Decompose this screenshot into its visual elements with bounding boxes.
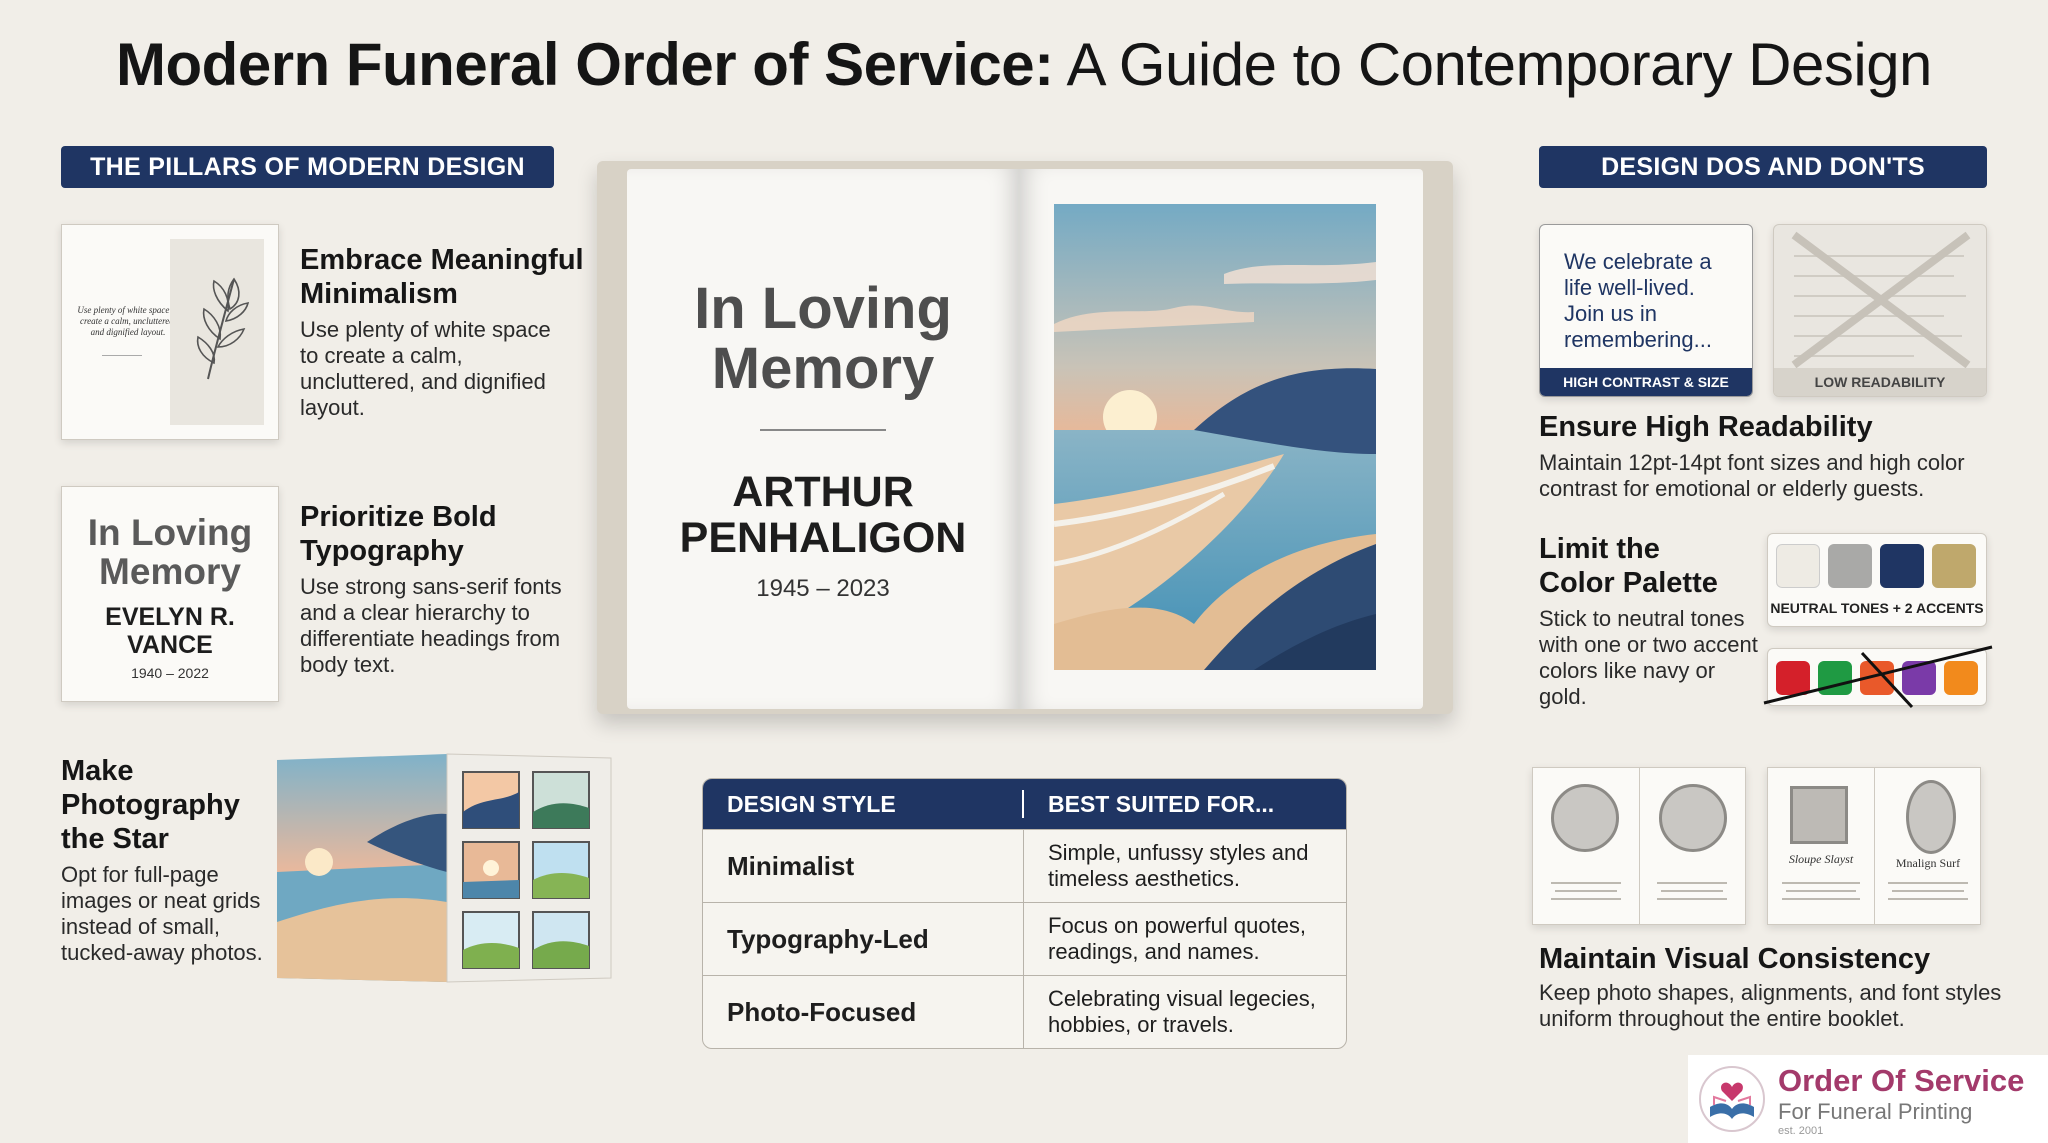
- book-left-page: In Loving Memory ARTHUR PENHALIGON 1945 …: [627, 169, 1019, 709]
- tip-heading: Limit the Color Palette: [1539, 533, 1718, 599]
- row-suited: Celebrating visual legecies, hobbies, or…: [1048, 986, 1316, 1037]
- strike-icon: [1763, 645, 1993, 709]
- book-name: ARTHUR PENHALIGON: [679, 468, 967, 562]
- photo-spread-image: [277, 753, 612, 983]
- consistency-tip: Maintain Visual Consistency Keep photo s…: [1539, 942, 2009, 1032]
- thumb-years: 1940 – 2022: [131, 665, 209, 681]
- low-readability-sample: LOW READABILITY: [1773, 224, 1987, 397]
- bad-sample-label: LOW READABILITY: [1774, 368, 1986, 396]
- pillar-body: Use strong sans-serif fonts and a clear …: [300, 574, 562, 677]
- row-style: Typography-Led: [703, 903, 1024, 975]
- open-book: In Loving Memory ARTHUR PENHALIGON 1945 …: [597, 161, 1453, 714]
- page-title: Modern Funeral Order of Service: A Guide…: [0, 30, 2048, 99]
- row-suited: Simple, unfussy styles and timeless aest…: [1048, 840, 1309, 891]
- leaf-panel: [170, 239, 264, 425]
- row-style: Photo-Focused: [703, 976, 1024, 1048]
- tip-heading: Ensure High Readability: [1539, 411, 1873, 443]
- tip-body: Keep photo shapes, alignments, and font …: [1539, 980, 2002, 1031]
- typography-thumbnail: In Loving Memory EVELYN R. VANCE 1940 – …: [61, 486, 279, 702]
- row-style: Minimalist: [703, 830, 1024, 902]
- good-sample-text: We celebrate a life well-lived. Join us …: [1564, 249, 1712, 352]
- logo-name: Order Of Service: [1778, 1063, 2025, 1098]
- pillar-heading: Embrace Meaningful Minimalism: [300, 244, 584, 310]
- leaf-icon: [196, 277, 250, 380]
- row-suited: Focus on powerful quotes, readings, and …: [1048, 913, 1307, 964]
- sunset-beach-image: [1054, 204, 1376, 670]
- book-divider: [760, 429, 886, 431]
- table-header: DESIGN STYLE BEST SUITED FOR...: [703, 779, 1346, 829]
- cross-icon: [1791, 231, 1971, 369]
- good-palette: NEUTRAL TONES + 2 ACCENTS: [1767, 533, 1987, 627]
- table-row: Photo-Focused Celebrating visual legecie…: [703, 975, 1346, 1048]
- tip-body: Stick to neutral tones with one or two a…: [1539, 606, 1758, 709]
- book-years: 1945 – 2023: [756, 575, 890, 602]
- script-sample-a: Sloupe Slayst: [1788, 852, 1854, 866]
- high-contrast-sample: We celebrate a life well-lived. Join us …: [1539, 224, 1753, 397]
- pillar-photography: Make Photography the Star Opt for full-p…: [61, 754, 271, 966]
- good-sample-label: HIGH CONTRAST & SIZE: [1540, 368, 1752, 396]
- bad-palette: [1763, 645, 1993, 709]
- swatch: [1880, 544, 1924, 588]
- tip-body: Maintain 12pt-14pt font sizes and high c…: [1539, 450, 1965, 501]
- swatch: [1944, 661, 1978, 695]
- logo-est: est. 2001: [1778, 1125, 1824, 1137]
- pillar-body: Opt for full-page images or neat grids i…: [61, 862, 263, 965]
- title-light: A Guide to Contemporary Design: [1053, 31, 1932, 98]
- script-sample-b: Mnalign Surf: [1895, 856, 1961, 870]
- pillar-heading: Prioritize Bold Typography: [300, 501, 497, 567]
- photo-spread-thumbnail: [277, 752, 615, 984]
- readability-tip: Ensure High Readability Maintain 12pt-14…: [1539, 410, 1999, 502]
- thumb-name: EVELYN R. VANCE: [105, 603, 235, 659]
- minimalism-thumb-text: Use plenty of white space to create a ca…: [77, 305, 179, 337]
- book-right-page: [1019, 169, 1423, 709]
- consistent-spread-b: Sloupe Slayst Mnalign Surf: [1767, 767, 1981, 925]
- swatch: [1776, 661, 1810, 695]
- header-best-suited: BEST SUITED FOR...: [1048, 790, 1275, 817]
- swatch: [1776, 544, 1820, 588]
- dos-donts-heading: DESIGN DOS AND DON'TS: [1539, 146, 1987, 188]
- pillar-typography: Prioritize Bold Typography Use strong sa…: [300, 500, 570, 678]
- brand-logo: Order Of Service For Funeral Printing es…: [1688, 1055, 2048, 1143]
- good-palette-label: NEUTRAL TONES + 2 ACCENTS: [1770, 600, 1984, 616]
- pillar-body: Use plenty of white space to create a ca…: [300, 317, 551, 420]
- pillar-minimalism: Embrace Meaningful Minimalism Use plenty…: [300, 243, 585, 421]
- design-style-table: DESIGN STYLE BEST SUITED FOR... Minimali…: [702, 778, 1347, 1049]
- book-heart-logo-icon: [1699, 1066, 1765, 1132]
- pillars-heading: THE PILLARS OF MODERN DESIGN: [61, 146, 554, 188]
- consistent-spread-a: [1532, 767, 1746, 925]
- minimalism-thumbnail: Use plenty of white space to create a ca…: [61, 224, 279, 440]
- pillar-heading: Make Photography the Star: [61, 755, 240, 855]
- logo-tagline: For Funeral Printing: [1778, 1099, 1973, 1124]
- tip-heading: Maintain Visual Consistency: [1539, 943, 1931, 975]
- book-title: In Loving Memory: [694, 276, 952, 401]
- header-design-style: DESIGN STYLE: [703, 790, 1024, 818]
- swatch: [1828, 544, 1872, 588]
- table-row: Typography-Led Focus on powerful quotes,…: [703, 902, 1346, 975]
- table-row: Minimalist Simple, unfussy styles and ti…: [703, 829, 1346, 902]
- palette-tip: Limit the Color Palette Stick to neutral…: [1539, 532, 1759, 710]
- divider: [102, 355, 142, 356]
- title-bold: Modern Funeral Order of Service:: [116, 31, 1054, 98]
- thumb-title: In Loving Memory: [87, 512, 253, 592]
- swatch: [1932, 544, 1976, 588]
